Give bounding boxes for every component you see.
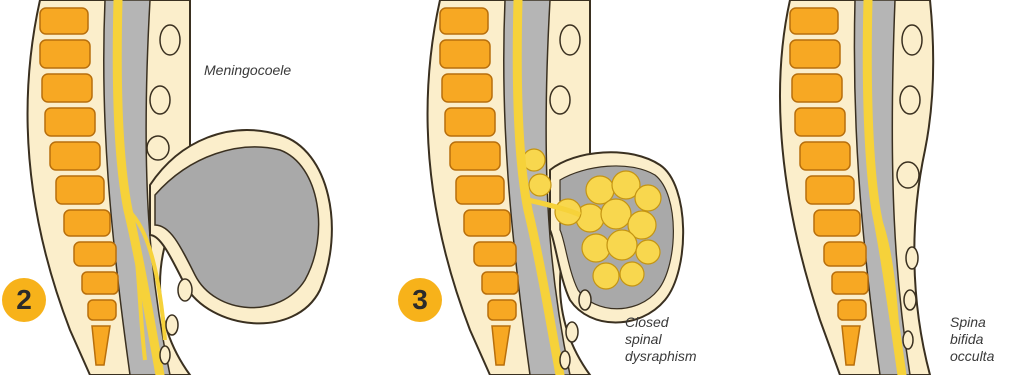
label-line: bifida — [950, 331, 994, 348]
panel-meningocoele: Meningocoele 2 — [0, 0, 345, 375]
panel-closed-spinal-dysraphism: Closed spinal dysraphism 3 — [400, 0, 720, 375]
meningocoele-diagram — [0, 0, 345, 375]
label-line: Spina — [950, 314, 994, 331]
label-line: occulta — [950, 348, 994, 365]
badge-3: 3 — [398, 278, 442, 322]
panel-spina-bifida-occulta: Spina bifida occulta — [760, 0, 1011, 375]
label-line: spinal — [625, 331, 697, 348]
badge-2: 2 — [2, 278, 46, 322]
label-line: dysraphism — [625, 348, 697, 365]
label-closed-spinal-dysraphism: Closed spinal dysraphism — [625, 314, 697, 365]
label-meningocoele: Meningocoele — [204, 62, 291, 79]
label-line: Closed — [625, 314, 697, 331]
label-line: Meningocoele — [204, 62, 291, 79]
label-spina-bifida-occulta: Spina bifida occulta — [950, 314, 994, 365]
